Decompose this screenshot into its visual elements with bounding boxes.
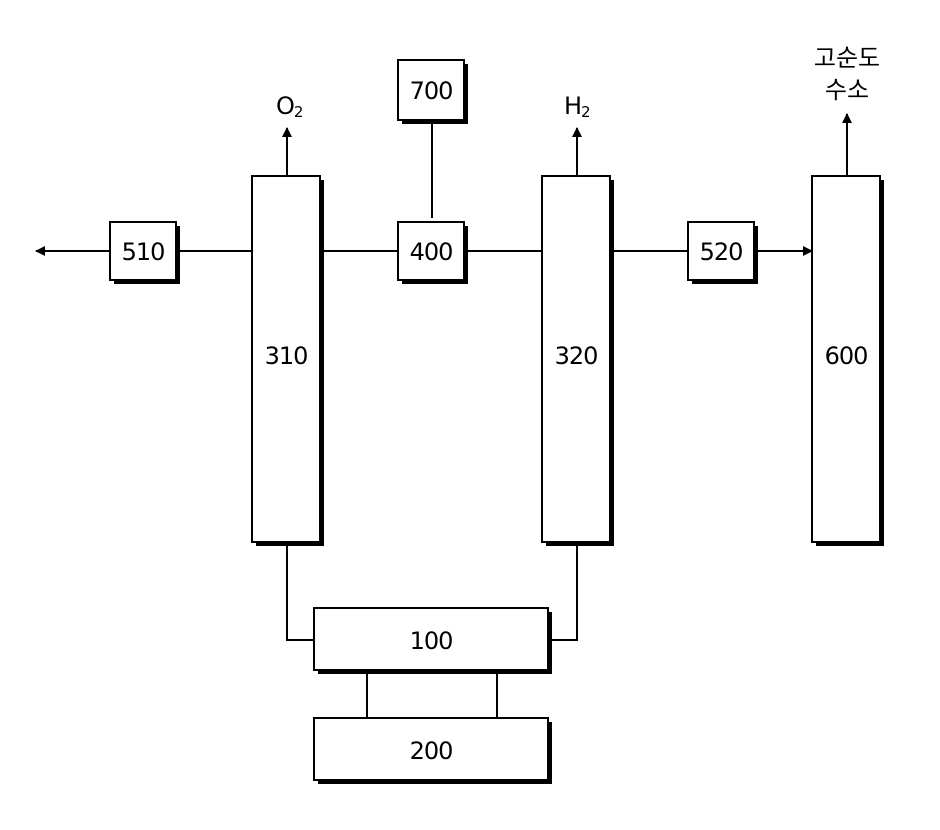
block-100: 100 [314,608,552,674]
h2-subscript: 2 [581,103,590,121]
block-510-label: 510 [122,238,165,266]
block-320: 320 [542,176,614,546]
block-200-label: 200 [410,737,453,765]
o2-main-text: O [276,92,294,120]
o2-subscript: 2 [294,103,303,121]
block-310: 310 [252,176,324,546]
block-320-label: 320 [555,342,598,370]
block-510: 510 [110,222,180,284]
block-200: 200 [314,718,552,784]
line-310-to-100 [287,543,314,640]
block-400: 400 [398,222,468,284]
h2-output-label: H2 [564,92,590,121]
block-700-label: 700 [410,77,453,105]
block-520: 520 [688,222,758,284]
product-label-line1: 고순도 [814,44,880,72]
line-320-to-100 [548,543,577,640]
o2-output-label: O2 [276,92,303,121]
block-700: 700 [398,60,468,124]
block-600: 600 [812,176,884,546]
block-520-label: 520 [700,238,743,266]
product-label-line2: 수소 [825,76,869,104]
block-100-label: 100 [410,627,453,655]
block-600-label: 600 [825,342,868,370]
h2-main-text: H [564,92,581,120]
block-400-label: 400 [410,238,453,266]
block-310-label: 310 [265,342,308,370]
